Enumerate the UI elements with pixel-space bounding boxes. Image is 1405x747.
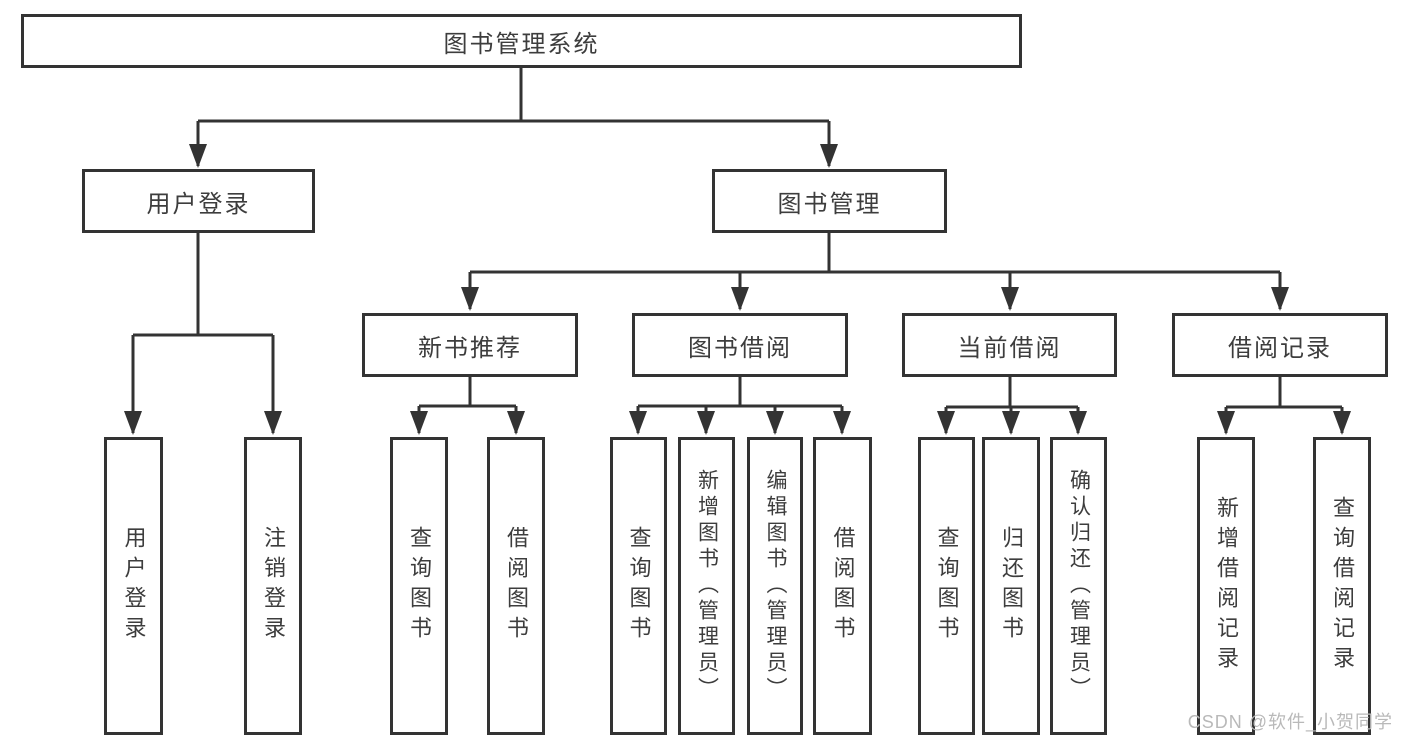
leaf-add-borrow-record: 新增借阅记录: [1197, 437, 1255, 735]
leaf-user-login: 用户登录: [104, 437, 163, 735]
node-new-book-recommend: 新书推荐: [362, 313, 578, 377]
leaf-add-book-admin: 新增图书（管理员）: [678, 437, 735, 735]
node-current-borrow: 当前借阅: [902, 313, 1117, 377]
leaf-query-books-recommend: 查询图书: [390, 437, 448, 735]
leaf-edit-book-admin: 编辑图书（管理员）: [747, 437, 803, 735]
leaf-confirm-return-admin: 确认归还（管理员）: [1050, 437, 1107, 735]
node-user-login: 用户登录: [82, 169, 315, 233]
csdn-watermark: CSDN @软件_小贺同学: [1187, 712, 1393, 732]
leaf-query-borrow-record: 查询借阅记录: [1313, 437, 1371, 735]
leaf-return-book: 归还图书: [982, 437, 1040, 735]
leaf-query-books-borrow: 查询图书: [610, 437, 667, 735]
node-book-borrow: 图书借阅: [632, 313, 848, 377]
node-borrow-records: 借阅记录: [1172, 313, 1388, 377]
leaf-query-books-current: 查询图书: [918, 437, 975, 735]
leaf-borrow-books-recommend: 借阅图书: [487, 437, 545, 735]
leaf-borrow-books: 借阅图书: [813, 437, 872, 735]
node-book-management: 图书管理: [712, 169, 947, 233]
leaf-logout: 注销登录: [244, 437, 302, 735]
node-root: 图书管理系统: [21, 14, 1022, 68]
